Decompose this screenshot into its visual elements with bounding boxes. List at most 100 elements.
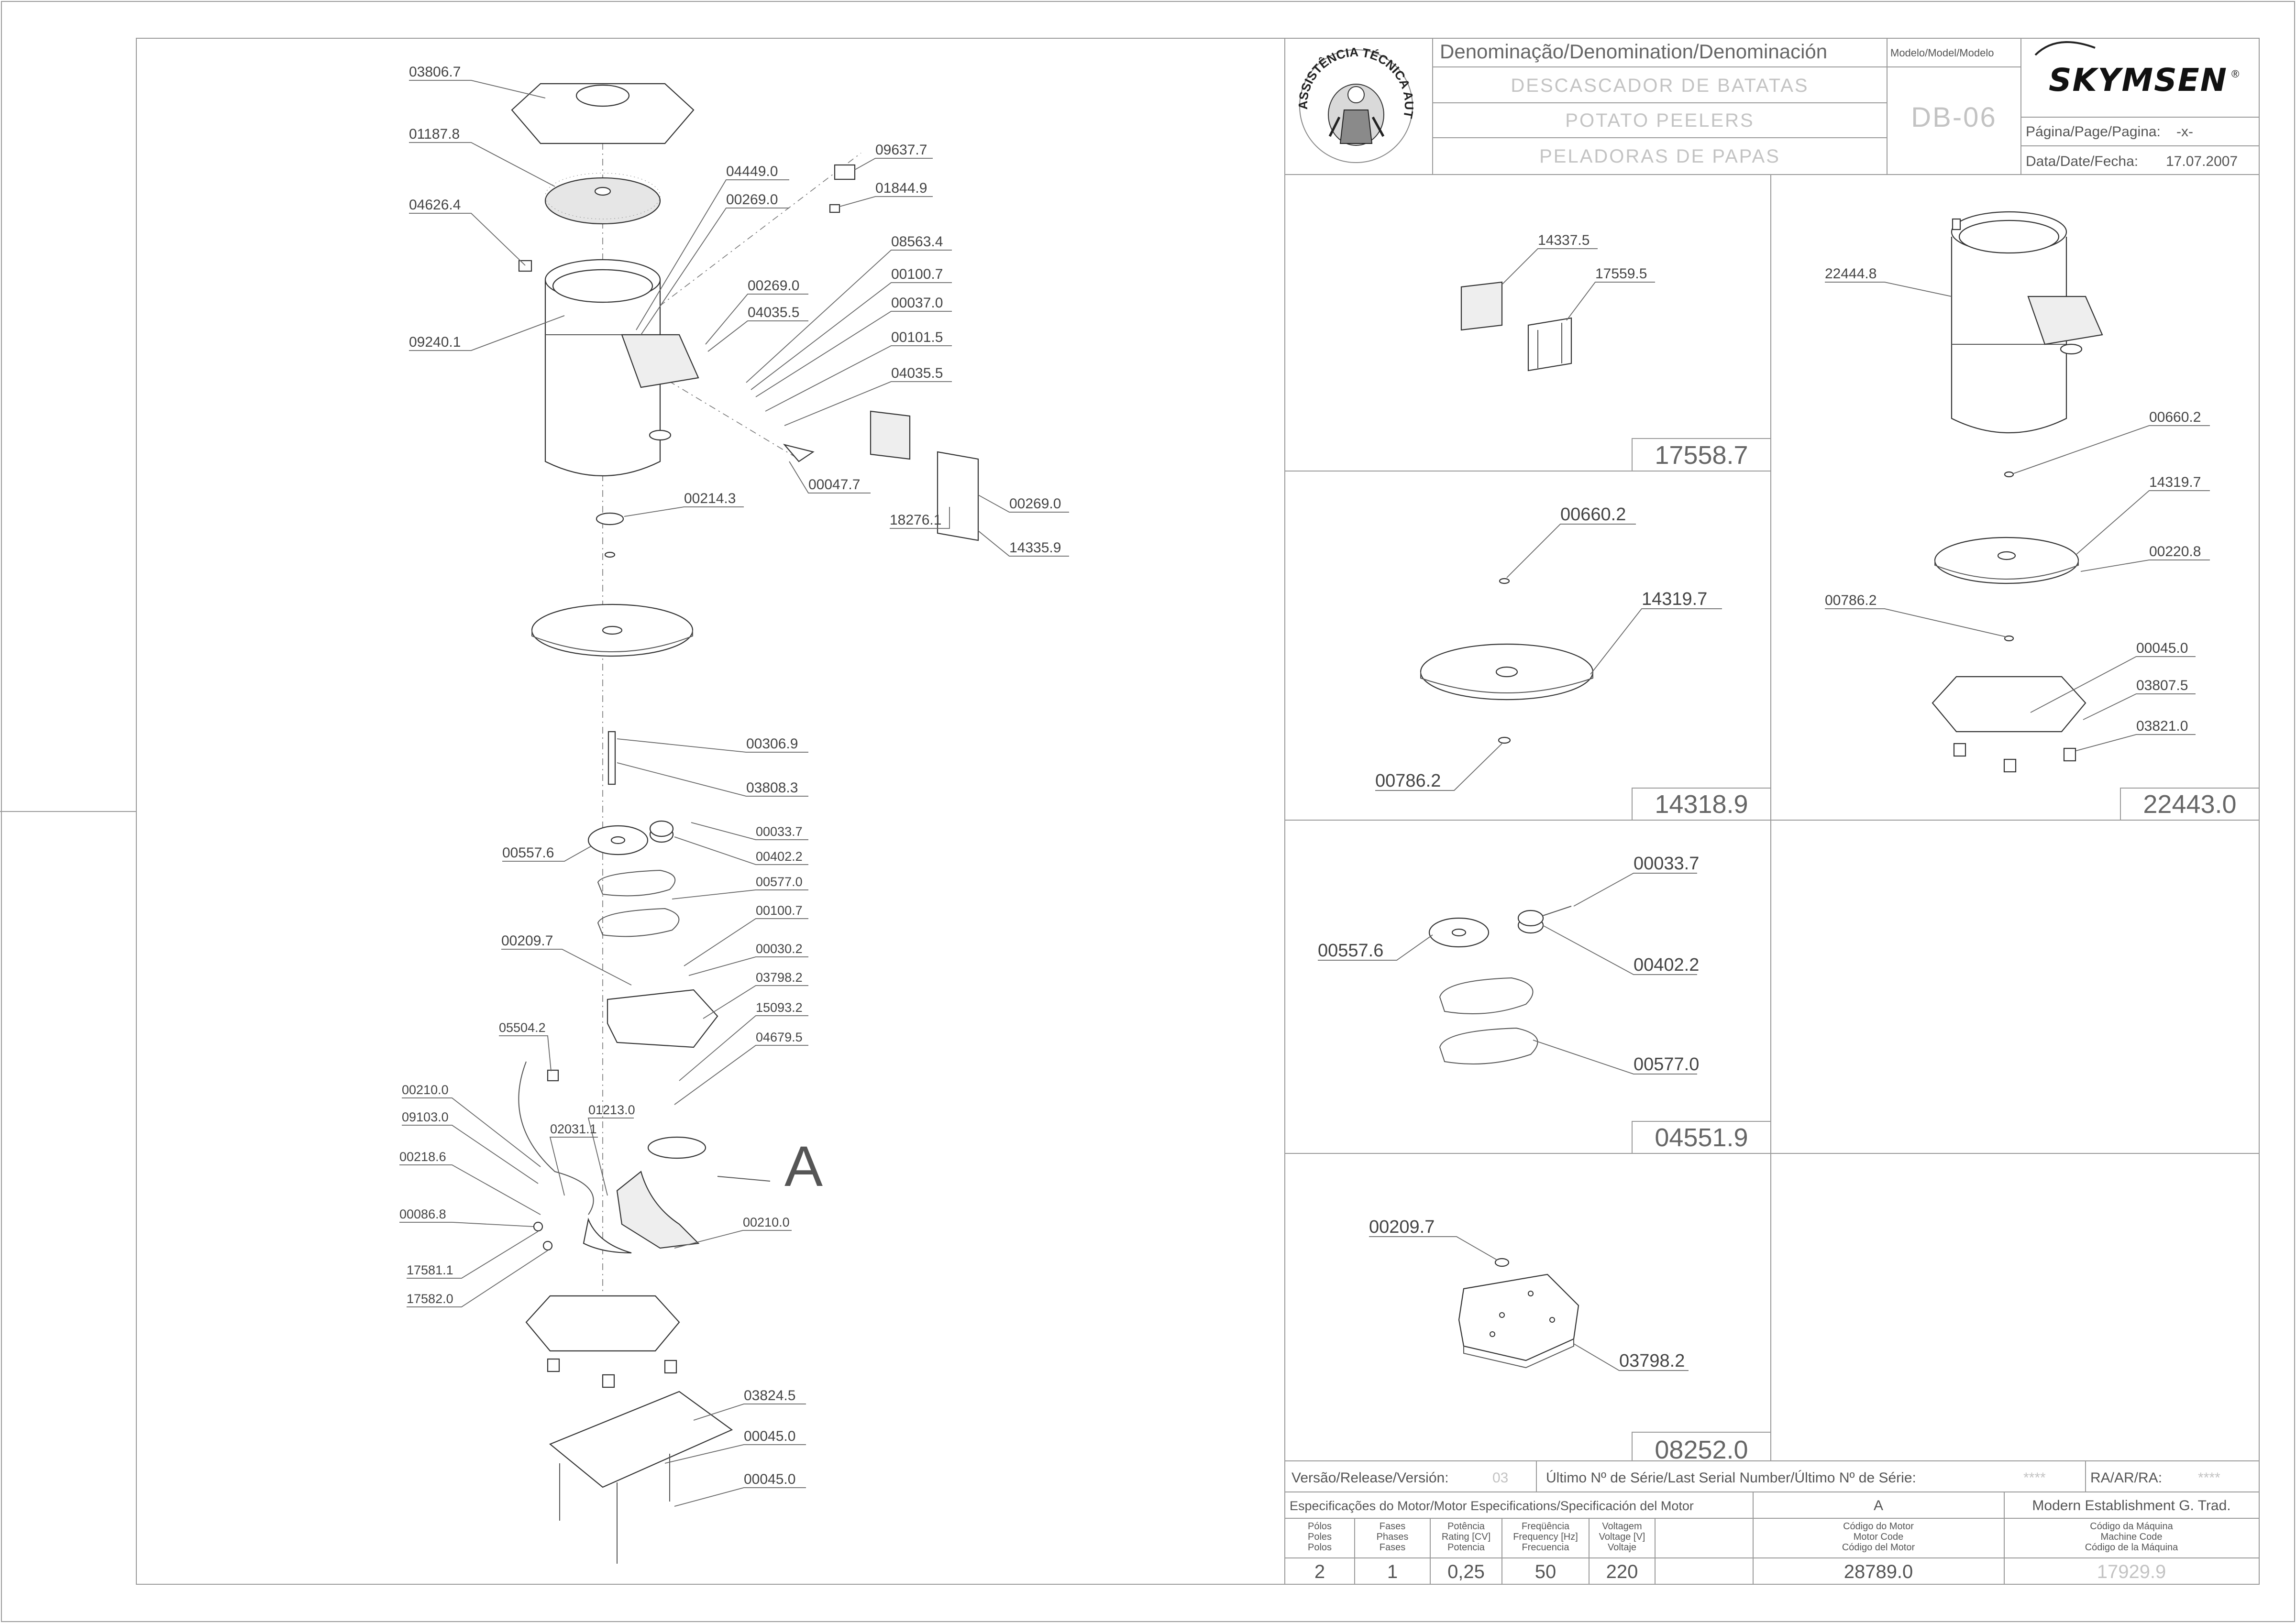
spec-text: Fases <box>1380 1521 1405 1532</box>
part-label: 00045.0 <box>744 1428 795 1444</box>
part-label: 00100.7 <box>756 903 803 918</box>
motor-pulley <box>649 820 674 843</box>
last-serial-label: Último Nº de Série/Last Serial Number/Úl… <box>1546 1470 1916 1486</box>
switch <box>547 1069 559 1082</box>
subassembly-14318-9: 00660.2 14319.7 00786.2 <box>1375 504 1722 791</box>
part-label: 09637.7 <box>875 142 927 158</box>
part-label: 00047.7 <box>808 477 860 493</box>
subassembly-17558-7: 14337.5 17559.5 <box>1460 232 1655 372</box>
part-label: 00210.0 <box>743 1215 790 1229</box>
part-label: 00037.0 <box>891 295 943 311</box>
phases-value: 1 <box>1387 1561 1398 1582</box>
part-label: 00218.6 <box>399 1150 446 1164</box>
frequency-value: 50 <box>1535 1561 1556 1582</box>
part-label: 00086.8 <box>399 1207 446 1221</box>
motor-spec-label: Especificações do Motor/Motor Especifica… <box>1290 1499 1694 1513</box>
part-label: 00045.0 <box>2136 640 2188 656</box>
ra-value: **** <box>2198 1470 2220 1486</box>
date-value: 17.07.2007 <box>2166 154 2238 169</box>
power-cable <box>518 1061 594 1215</box>
spec-text: Voltagem <box>1602 1521 1642 1532</box>
drive-pulley <box>587 825 649 855</box>
part-label: 03821.0 <box>2136 718 2188 734</box>
part-label: 00220.8 <box>2149 544 2201 559</box>
spec-col-frequency: Freqüência Frequency [Hz] Frecuencia 50 <box>1513 1521 1578 1582</box>
part-label: 00402.2 <box>1634 955 1699 975</box>
spec-text: Voltaje <box>1608 1542 1636 1553</box>
motor-marker: A <box>1874 1498 1883 1513</box>
motor-code-value: 28789.0 <box>1844 1561 1913 1582</box>
part-label: 02031.1 <box>550 1122 597 1136</box>
part-label: 04449.0 <box>726 164 778 179</box>
part-label: 00214.3 <box>684 491 736 506</box>
spec-col-phases: Fases Phases Fases 1 <box>1377 1521 1409 1582</box>
poles-value: 2 <box>1314 1561 1325 1582</box>
ra-label: RA/AR/RA: <box>2090 1470 2162 1486</box>
part-label: 03808.3 <box>746 780 798 796</box>
part-label: 00209.7 <box>1369 1217 1435 1237</box>
part-label: 00786.2 <box>1375 771 1441 791</box>
belt <box>597 869 676 897</box>
part-label: 00210.0 <box>402 1083 449 1097</box>
part-label: 00269.0 <box>748 278 799 294</box>
part-label: 00577.0 <box>1634 1054 1699 1075</box>
denomination-label: Denominação/Denomination/Denominación <box>1440 40 1827 63</box>
part-label: 00269.0 <box>726 192 778 208</box>
subassembly-code-1: 17558.7 <box>1655 441 1748 470</box>
part-label: 01844.9 <box>875 180 927 196</box>
base-plate <box>549 1391 733 1488</box>
part-label: 22444.8 <box>1825 266 1877 282</box>
belt <box>597 908 680 937</box>
spec-text: Frecuencia <box>1522 1542 1570 1553</box>
part-label: 00030.2 <box>756 942 803 956</box>
part-label: 04679.5 <box>756 1030 803 1044</box>
part-label: 00660.2 <box>2149 409 2201 425</box>
spec-text: Código do Motor <box>1843 1521 1914 1532</box>
release-label: Versão/Release/Versión: <box>1292 1470 1449 1486</box>
motor <box>583 1136 706 1254</box>
spec-text: Phases <box>1377 1532 1409 1542</box>
subassembly-04551-9: 00033.7 00557.6 00402.2 00577.0 <box>1318 854 1699 1075</box>
subassembly-22443-0: 22444.8 00660.2 14319.7 00220.8 00786.2 … <box>1825 211 2210 773</box>
part-label: 09103.0 <box>402 1110 449 1124</box>
part-label: 00100.7 <box>891 266 943 282</box>
part-label: 00033.7 <box>756 824 803 839</box>
spec-text: Frequency [Hz] <box>1513 1532 1578 1542</box>
subassembly-grid <box>1285 175 2259 1461</box>
part-label: 03798.2 <box>1619 1351 1685 1371</box>
exploded-view: A <box>511 83 979 1564</box>
company-name: Modern Establishment G. Trad. <box>2032 1498 2230 1513</box>
authorized-service-seal: ASSISTÊNCIA TÉCNICA AUTORIZADA <box>0 0 1416 163</box>
subassembly-code-4: 04551.9 <box>1655 1123 1748 1152</box>
part-label: 00577.0 <box>756 875 803 889</box>
part-label: 00557.6 <box>1318 941 1383 961</box>
model-label: Modelo/Model/Modelo <box>1890 47 1994 59</box>
label-plate <box>870 410 911 460</box>
part-label: 03807.5 <box>2136 678 2188 693</box>
main-callouts: 03806.7 01187.8 04626.4 09240.1 04449.0 … <box>399 64 1069 1507</box>
small-part <box>829 204 840 213</box>
subassembly-code-5: 08252.0 <box>1655 1436 1748 1464</box>
part-label: 04035.5 <box>891 365 943 381</box>
release-value: 03 <box>1492 1470 1508 1486</box>
spec-col-voltage: Voltagem Voltage [V] Voltaje 220 <box>1599 1521 1645 1582</box>
spec-text: Machine Code <box>2101 1532 2163 1542</box>
title-block: ASSISTÊNCIA TÉCNICA AUTORIZADA Denominaç… <box>0 0 2259 175</box>
seal-text: ASSISTÊNCIA TÉCNICA AUTORIZADA <box>0 0 1416 120</box>
spec-text: Código del Motor <box>1842 1542 1915 1553</box>
part-label: 00045.0 <box>744 1471 795 1487</box>
spec-text: Poles <box>1308 1532 1332 1542</box>
bearing <box>596 512 624 526</box>
shaft <box>607 731 616 785</box>
voltage-value: 220 <box>1606 1561 1638 1582</box>
part-label: 00033.7 <box>1634 854 1699 874</box>
date-label: Data/Date/Fecha: <box>2026 154 2138 169</box>
spec-text: Freqüência <box>1522 1521 1570 1532</box>
motor-spec-columns: Pólos Poles Polos 2 Fases Phases Fases 1… <box>1308 1521 2178 1582</box>
part-label: 03806.7 <box>409 64 461 80</box>
model-value: DB-06 <box>1911 102 1997 133</box>
part-label: 18276.1 <box>890 512 941 528</box>
part-label: 00269.0 <box>1009 496 1061 512</box>
